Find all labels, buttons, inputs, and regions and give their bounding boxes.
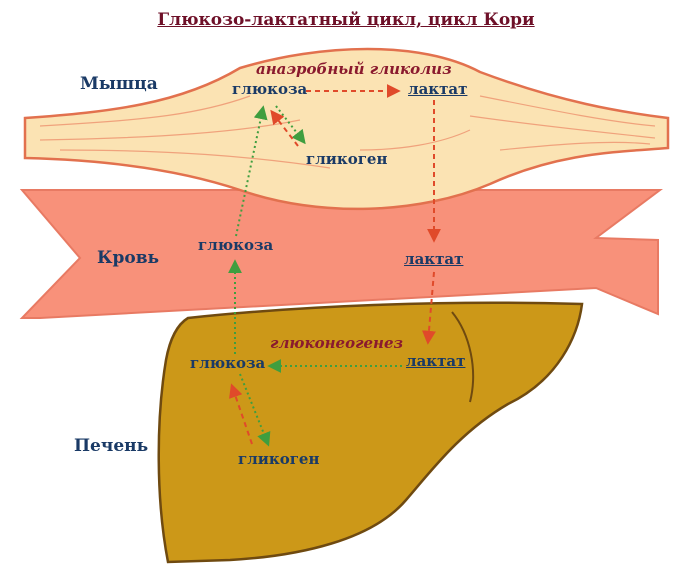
arrow-liver-glycogen-to-glucose [229, 383, 253, 445]
organ-label-blood: Кровь [97, 248, 160, 268]
organ-label-liver: Печень [74, 436, 149, 456]
arrow-muscle-glycogen-to-glucose [270, 109, 299, 147]
organ-label-muscle: Мышца [80, 74, 158, 94]
arrow-glucose-blood-to-muscle [235, 105, 268, 237]
liver-shape [157, 301, 584, 564]
blood-lactate-label: лактат [404, 250, 464, 268]
process-label-gluconeogenesis: глюконеогенез [270, 334, 404, 352]
process-label-glycolysis: анаэробный гликолиз [256, 60, 452, 78]
arrow-lactate-blood-to-liver [421, 271, 436, 345]
blood-glucose-label: глюкоза [198, 236, 274, 254]
liver-lactate-label: лактат [406, 352, 466, 370]
liver-glycogen-label: гликоген [238, 450, 320, 468]
muscle-glucose-label: глюкоза [232, 80, 308, 98]
blood-vessel [19, 189, 663, 319]
muscle-glycogen-label: гликоген [306, 150, 388, 168]
liver-glucose-label: глюкоза [190, 354, 266, 372]
muscle-shape [23, 47, 670, 211]
muscle-lactate-label: лактат [408, 80, 468, 98]
page-title: Глюкозо-лактатный цикл, цикл Кори [157, 10, 535, 30]
